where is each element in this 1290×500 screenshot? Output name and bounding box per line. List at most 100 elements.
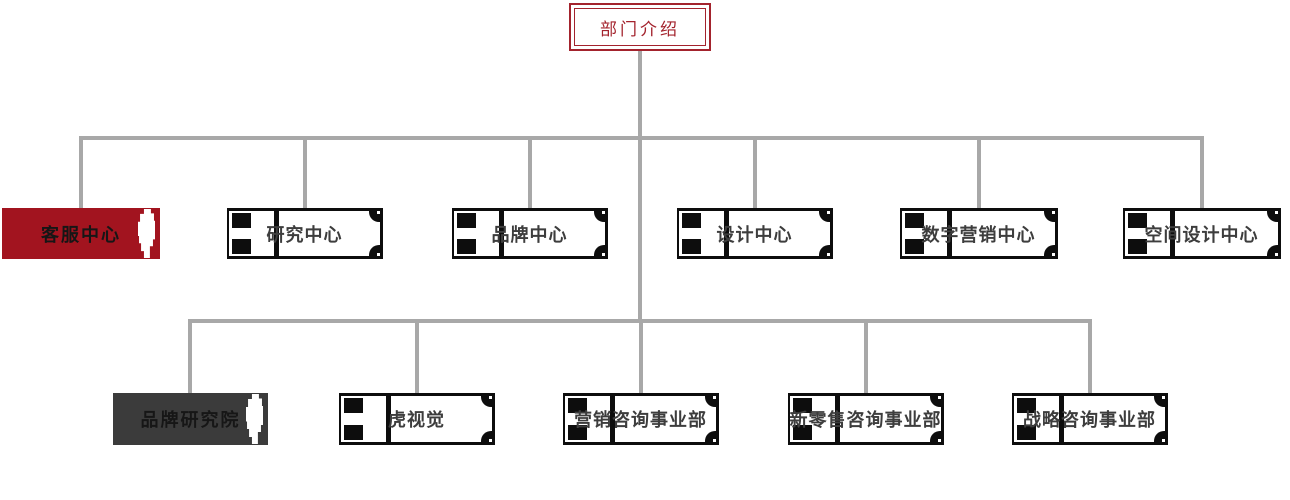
vertical-bar-decoration (386, 396, 391, 442)
checker-decoration (682, 213, 701, 228)
org-node-label: 新零售咨询事业部 (789, 410, 942, 430)
vertical-bar-decoration (1059, 396, 1064, 442)
corner-notch (481, 431, 492, 442)
vertical-bar-decoration (499, 211, 504, 256)
org-node-strategy-consulting-division[interactable]: 战略咨询事业部 (1012, 393, 1168, 445)
corner-pin (377, 211, 380, 214)
org-node-label: 虎视觉 (388, 410, 445, 430)
corner-notch (705, 396, 716, 407)
checker-decoration (1128, 213, 1147, 228)
connector-drop-l1-4 (753, 140, 757, 208)
org-node-marketing-consulting-division[interactable]: 营销咨询事业部 (563, 393, 719, 445)
checker-decoration (905, 213, 924, 228)
org-node-brand-center[interactable]: 品牌中心 (452, 208, 608, 259)
corner-notch (819, 211, 830, 222)
vertical-bar-decoration (610, 396, 615, 442)
checker-decoration (232, 239, 251, 254)
checker-decoration (793, 398, 812, 413)
corner-notch (1267, 211, 1278, 222)
vertical-bar-decoration (947, 211, 952, 256)
corner-pin (602, 211, 605, 214)
vertical-bar-decoration (724, 211, 729, 256)
checker-decoration (568, 398, 587, 413)
corner-pin (713, 396, 716, 399)
title-inner-border: 部门介绍 (574, 8, 706, 46)
corner-pin (489, 396, 492, 399)
org-node-customer-service-center[interactable]: 客服中心 (2, 208, 160, 259)
corner-notch (930, 396, 941, 407)
corner-pin (938, 439, 941, 442)
org-node-space-design-center[interactable]: 空间设计中心 (1123, 208, 1281, 259)
corner-notch (369, 245, 380, 256)
org-node-brand-research-institute[interactable]: 品牌研究院 (113, 393, 268, 445)
connector-drop-l1-6 (1200, 140, 1204, 208)
org-node-label: 空间设计中心 (1144, 224, 1259, 245)
org-node-new-retail-consulting-division[interactable]: 新零售咨询事业部 (788, 393, 944, 445)
corner-notch (594, 211, 605, 222)
checker-decoration (793, 425, 812, 440)
org-node-label: 品牌研究院 (140, 410, 241, 430)
corner-pin (827, 211, 830, 214)
connector-trunk-mid (638, 140, 642, 323)
corner-notch (819, 245, 830, 256)
org-node-label: 设计中心 (716, 224, 793, 245)
page-title: 部门介绍 (600, 19, 680, 39)
corner-pin (827, 253, 830, 256)
checker-decoration (568, 425, 587, 440)
connector-drop-l2-1 (188, 323, 192, 393)
corner-notch (1044, 211, 1055, 222)
corner-notch (1154, 396, 1165, 407)
corner-pin (489, 439, 492, 442)
org-node-design-center[interactable]: 设计中心 (677, 208, 833, 259)
corner-pin (713, 439, 716, 442)
connector-drop-l2-5 (1088, 323, 1092, 393)
checker-decoration (1128, 239, 1147, 254)
corner-pin (1275, 211, 1278, 214)
brush-tear-decoration (246, 394, 263, 444)
connector-drop-l1-2 (303, 140, 307, 208)
org-node-label: 战略咨询事业部 (1023, 410, 1156, 430)
org-root-node: 部门介绍 (569, 3, 711, 51)
checker-decoration (1017, 425, 1036, 440)
corner-pin (602, 253, 605, 256)
corner-pin (938, 396, 941, 399)
corner-notch (705, 431, 716, 442)
org-node-label: 数字营销中心 (921, 224, 1036, 245)
corner-pin (1052, 211, 1055, 214)
connector-drop-l2-3 (639, 323, 643, 393)
corner-notch (594, 245, 605, 256)
org-node-label: 品牌中心 (491, 224, 568, 245)
corner-notch (481, 396, 492, 407)
connector-hline-level1 (79, 136, 1204, 140)
checker-decoration (457, 239, 476, 254)
checker-decoration (344, 425, 363, 440)
corner-notch (930, 431, 941, 442)
corner-notch (1267, 245, 1278, 256)
connector-hline-level2 (188, 319, 1092, 323)
checker-decoration (232, 213, 251, 228)
checker-decoration (682, 239, 701, 254)
corner-notch (1044, 245, 1055, 256)
corner-pin (1052, 253, 1055, 256)
org-node-tiger-vision[interactable]: 虎视觉 (339, 393, 495, 445)
vertical-bar-decoration (274, 211, 279, 256)
connector-drop-l2-4 (864, 323, 868, 393)
org-node-label: 研究中心 (266, 224, 343, 245)
checker-decoration (344, 398, 363, 413)
corner-pin (1162, 396, 1165, 399)
checker-decoration (1017, 398, 1036, 413)
corner-notch (1154, 431, 1165, 442)
org-node-research-center[interactable]: 研究中心 (227, 208, 383, 259)
org-node-digital-marketing-center[interactable]: 数字营销中心 (900, 208, 1058, 259)
connector-drop-l2-2 (415, 323, 419, 393)
corner-notch (369, 211, 380, 222)
brush-tear-decoration (138, 209, 155, 258)
connector-trunk-top (638, 51, 642, 140)
connector-drop-l1-5 (977, 140, 981, 208)
connector-drop-l1-3 (528, 140, 532, 208)
corner-pin (1275, 253, 1278, 256)
checker-decoration (457, 213, 476, 228)
corner-pin (1162, 439, 1165, 442)
org-node-label: 营销咨询事业部 (574, 410, 707, 430)
